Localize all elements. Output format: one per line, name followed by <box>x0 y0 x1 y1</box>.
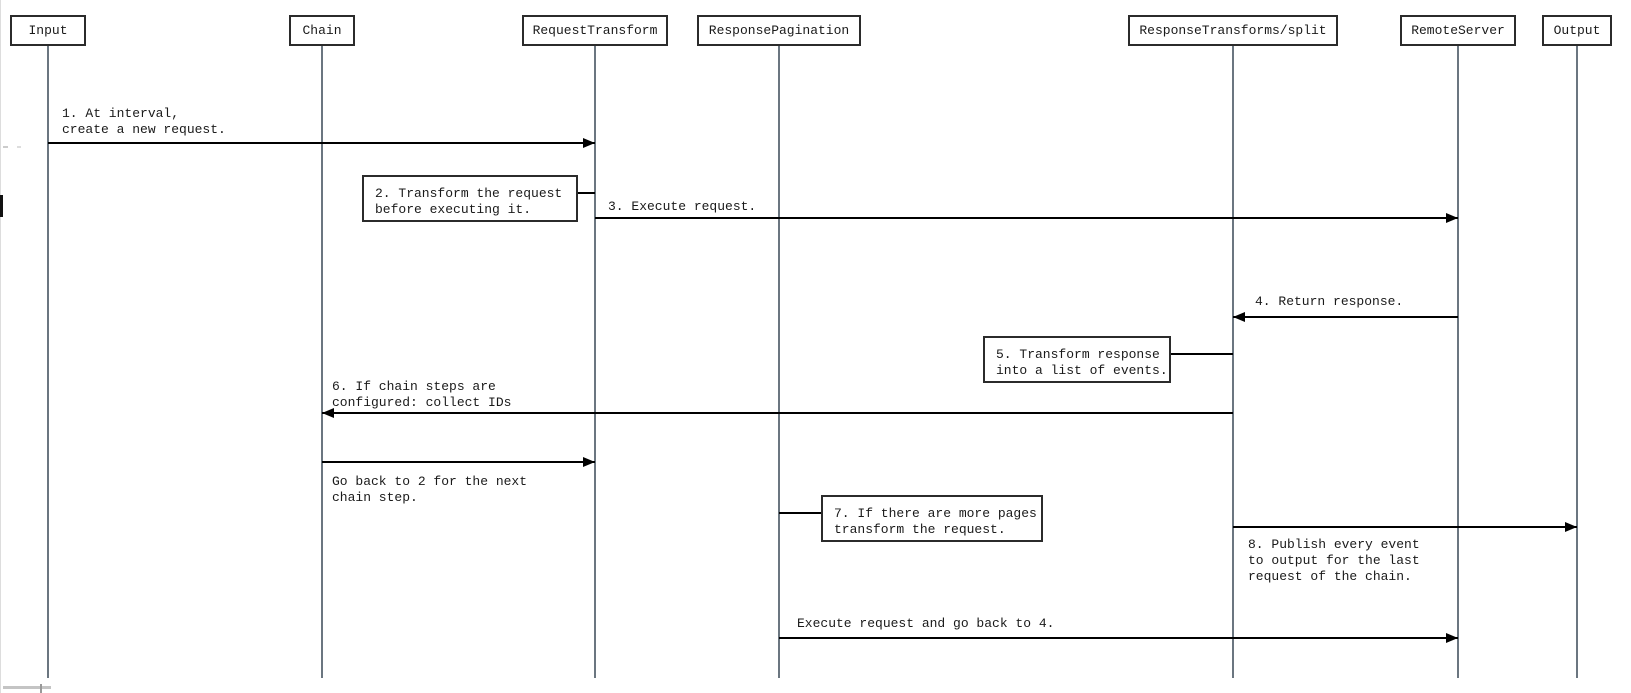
note-5-line1: 5. Transform response <box>996 347 1160 362</box>
message-1-arrow-line <box>48 142 595 144</box>
message-goback2-label-line2: chain step. <box>332 490 418 505</box>
lifeline-remote-server <box>1457 45 1459 678</box>
participant-box-chain: Chain <box>289 15 355 46</box>
message-4-label: 4. Return response. <box>1255 294 1404 309</box>
message-4-arrow-line <box>1233 316 1458 318</box>
participant-label: ResponseTransforms/split <box>1139 22 1327 38</box>
message-6-label-line2: configured: collect IDs <box>332 395 512 410</box>
message-goback4-arrow-line <box>779 637 1458 639</box>
message-3-arrowhead-icon <box>1446 213 1458 223</box>
left-edge-speck <box>3 146 8 148</box>
left-edge-mark <box>0 195 3 217</box>
message-8-label-line1: 8. Publish every event <box>1248 537 1420 552</box>
participant-label: Input <box>28 22 68 38</box>
message-8-label-line3: request of the chain. <box>1248 569 1412 584</box>
message-8-arrowhead-icon <box>1565 522 1577 532</box>
message-4-arrowhead-icon <box>1233 312 1245 322</box>
note-7-line2: transform the request. <box>834 522 1006 537</box>
message-1-arrowhead-icon <box>583 138 595 148</box>
message-goback2-arrow-line <box>322 461 595 463</box>
message-6-arrowhead-icon <box>322 408 334 418</box>
lifeline-input <box>47 45 49 678</box>
message-8-label-line2: to output for the last <box>1248 553 1420 568</box>
message-3-label: 3. Execute request. <box>608 199 757 214</box>
note-2-connector <box>578 192 595 194</box>
message-6-arrow-line <box>322 412 1233 414</box>
bottom-edge-cropped-line <box>40 684 42 693</box>
participant-label: ResponsePagination <box>708 22 850 38</box>
participant-box-response-transforms-split: ResponseTransforms/split <box>1128 15 1338 46</box>
participant-box-output: Output <box>1542 15 1612 46</box>
message-8-arrow-line <box>1233 526 1577 528</box>
participant-label: RequestTransform <box>532 22 658 38</box>
lifeline-output <box>1576 45 1578 678</box>
note-5-connector <box>1171 353 1233 355</box>
participant-label: Output <box>1553 22 1601 38</box>
bottom-edge-cropped-content <box>3 686 51 689</box>
lifeline-request-transform <box>594 45 596 678</box>
participant-box-request-transform: RequestTransform <box>522 15 668 46</box>
left-edge-speck <box>17 146 21 148</box>
message-goback2-arrowhead-icon <box>583 457 595 467</box>
message-goback4-arrowhead-icon <box>1446 633 1458 643</box>
note-2-line1: 2. Transform the request <box>375 186 563 201</box>
message-1-label-line1: 1. At interval, <box>62 106 180 121</box>
note-7-connector <box>779 512 821 514</box>
lifeline-response-transforms-split <box>1232 45 1234 678</box>
note-5-line2: into a list of events. <box>996 363 1168 378</box>
participant-box-input: Input <box>10 15 86 46</box>
participant-label: RemoteServer <box>1411 22 1505 38</box>
participant-box-remote-server: RemoteServer <box>1400 15 1516 46</box>
lifeline-chain <box>321 45 323 678</box>
message-goback2-label-line1: Go back to 2 for the next <box>332 474 528 489</box>
participant-label: Chain <box>302 22 342 38</box>
note-2-line2: before executing it. <box>375 202 532 217</box>
participant-box-response-pagination: ResponsePagination <box>697 15 861 46</box>
note-7-line1: 7. If there are more pages <box>834 506 1037 521</box>
lifeline-response-pagination <box>778 45 780 678</box>
message-3-arrow-line <box>595 217 1458 219</box>
message-1-label-line2: create a new request. <box>62 122 226 137</box>
message-6-label-line1: 6. If chain steps are <box>332 379 496 394</box>
left-edge-line <box>0 0 1 693</box>
message-goback4-label: Execute request and go back to 4. <box>797 616 1055 631</box>
